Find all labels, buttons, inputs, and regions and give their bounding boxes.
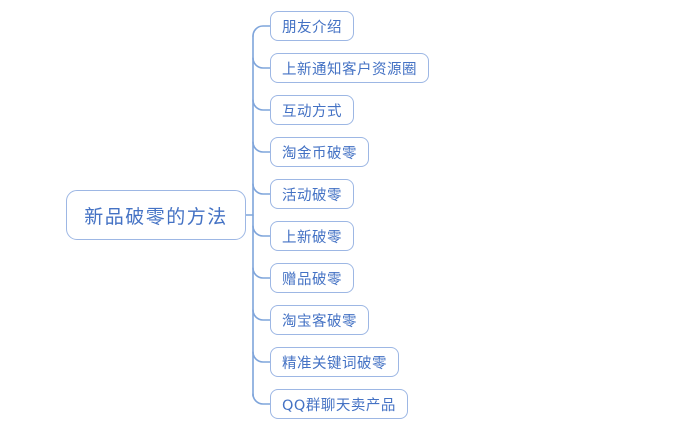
connector-branch-10	[252, 393, 271, 405]
connector-branch-3	[252, 99, 271, 111]
child-node-9[interactable]: 精准关键词破零	[270, 347, 399, 377]
child-node-3[interactable]: 互动方式	[270, 95, 354, 125]
connector-branch-8	[252, 309, 271, 321]
child-node-label: 活动破零	[282, 187, 342, 204]
connector-branch-4	[252, 141, 271, 153]
connector-branch-9	[252, 351, 271, 363]
child-node-label: QQ群聊天卖产品	[282, 397, 396, 414]
child-node-label: 淘金币破零	[282, 145, 357, 162]
child-node-label: 精准关键词破零	[282, 355, 387, 372]
child-node-label: 朋友介绍	[282, 19, 342, 36]
root-node-label: 新品破零的方法	[84, 205, 228, 228]
child-node-label: 上新通知客户资源圈	[282, 61, 417, 78]
child-node-10[interactable]: QQ群聊天卖产品	[270, 389, 408, 419]
child-node-7[interactable]: 赠品破零	[270, 263, 354, 293]
child-node-label: 上新破零	[282, 229, 342, 246]
child-node-1[interactable]: 朋友介绍	[270, 11, 354, 41]
child-node-label: 淘宝客破零	[282, 313, 357, 330]
child-node-label: 赠品破零	[282, 271, 342, 288]
root-node[interactable]: 新品破零的方法	[66, 190, 246, 240]
child-node-6[interactable]: 上新破零	[270, 221, 354, 251]
connector-branch-5	[252, 183, 271, 195]
connector-branch-6	[252, 225, 271, 237]
connector-branch-7	[252, 267, 271, 279]
connector-branch-2	[252, 57, 271, 69]
connector-branch-1	[252, 25, 271, 37]
child-node-5[interactable]: 活动破零	[270, 179, 354, 209]
child-node-4[interactable]: 淘金币破零	[270, 137, 369, 167]
child-node-2[interactable]: 上新通知客户资源圈	[270, 53, 429, 83]
child-node-label: 互动方式	[282, 103, 342, 120]
child-node-8[interactable]: 淘宝客破零	[270, 305, 369, 335]
